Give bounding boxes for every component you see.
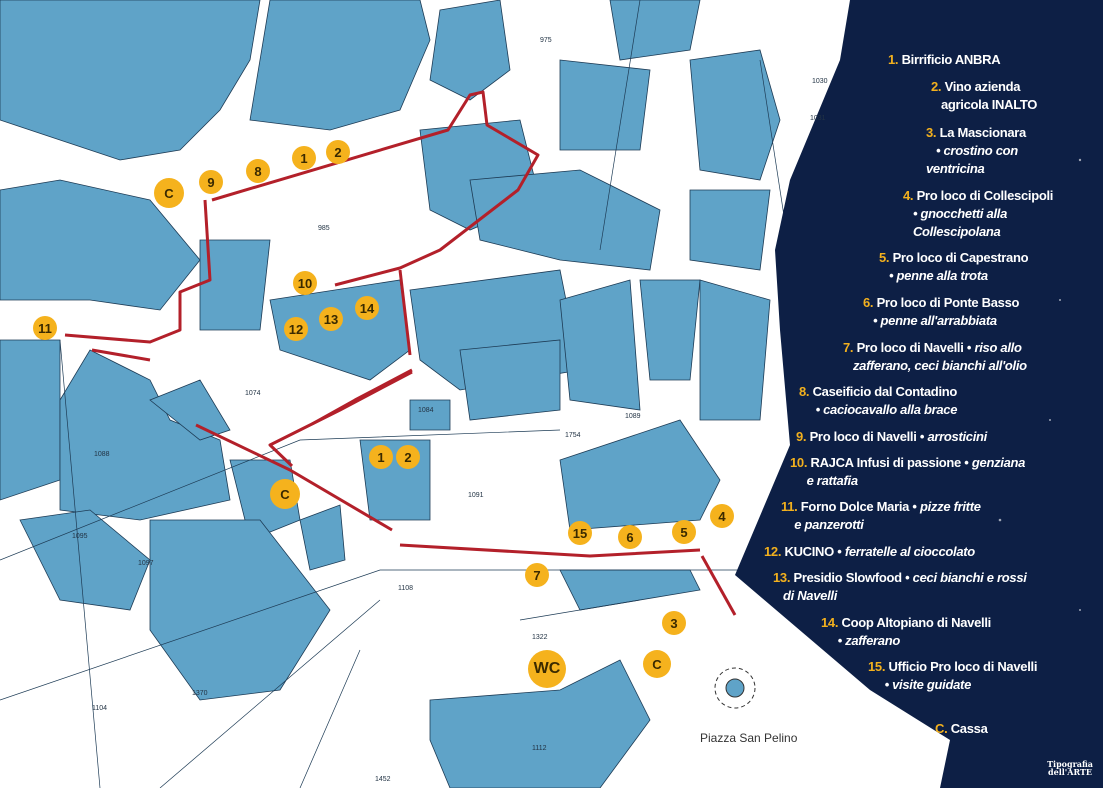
parcel-number: 1089 — [625, 413, 641, 420]
parcel-number: 1031 — [810, 115, 826, 122]
fountain-icon — [714, 667, 756, 709]
parcel-number: 1074 — [245, 390, 261, 397]
stars — [899, 89, 1082, 771]
map-marker[interactable]: 3 — [662, 611, 686, 635]
parcel-number: 975 — [540, 37, 552, 44]
map-marker[interactable]: 10 — [293, 271, 317, 295]
map-marker[interactable]: 14 — [355, 296, 379, 320]
parcel-number: 1030 — [812, 78, 828, 85]
parcel-number: 1452 — [375, 776, 391, 783]
map-marker[interactable]: 1 — [369, 445, 393, 469]
route — [64, 90, 737, 616]
map-marker[interactable]: 13 — [319, 307, 343, 331]
map-marker[interactable]: 1 — [292, 146, 316, 170]
map-marker-cassa[interactable]: C — [643, 650, 671, 678]
parcel-number: 1091 — [468, 492, 484, 499]
parcel-number: 1112 — [532, 745, 547, 752]
map-marker-wc[interactable]: WC — [528, 650, 566, 688]
map-marker[interactable]: 8 — [246, 159, 270, 183]
parcel-number: 1108 — [398, 585, 414, 592]
parcel-number: 985 — [318, 225, 330, 232]
place-label-piazza: Piazza San Pelino — [700, 731, 798, 745]
map-marker[interactable]: 2 — [326, 140, 350, 164]
parcel-number: 1088 — [94, 451, 110, 458]
parcel-number: 1754 — [565, 432, 581, 439]
map-marker[interactable]: 4 — [710, 504, 734, 528]
parcel-number: 1097 — [138, 560, 154, 567]
map-marker-cassa[interactable]: C — [154, 178, 184, 208]
buildings — [0, 0, 781, 788]
map-marker[interactable]: 5 — [672, 520, 696, 544]
night-sky-panel — [735, 0, 1103, 788]
map-marker[interactable]: 11 — [33, 316, 57, 340]
parcel-number: 1104 — [92, 705, 108, 712]
map-marker[interactable]: 9 — [199, 170, 223, 194]
parcel-number: 1084 — [418, 407, 434, 414]
map-marker[interactable]: 7 — [525, 563, 549, 587]
parcel-number: 1370 — [192, 690, 208, 697]
parcel-number: 1322 — [532, 634, 548, 641]
map-marker[interactable]: 12 — [284, 317, 308, 341]
parcel-number: 1095 — [72, 533, 88, 540]
map-marker-cassa[interactable]: C — [270, 479, 300, 509]
map-marker[interactable]: 6 — [618, 525, 642, 549]
map-marker[interactable]: 2 — [396, 445, 420, 469]
map-marker[interactable]: 15 — [568, 521, 592, 545]
parcel-lines — [0, 0, 801, 788]
